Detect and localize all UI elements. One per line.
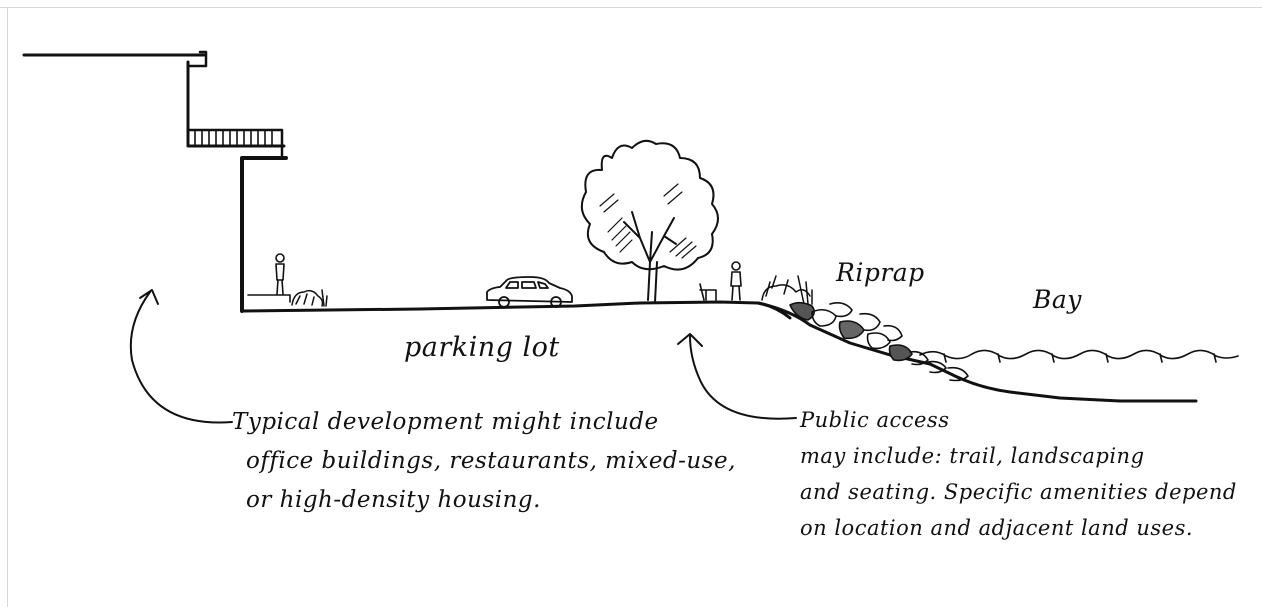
public-access-note-line: may include: trail, landscaping — [800, 444, 1145, 468]
shrub-water — [761, 275, 813, 305]
arrow-development — [129, 289, 233, 424]
public-access-note-line: Public access — [800, 408, 950, 432]
top-border — [0, 7, 1262, 8]
riprap-slope — [756, 301, 1198, 403]
riprap-label: Riprap — [836, 258, 925, 287]
car — [486, 276, 573, 308]
arrow-public-access — [677, 333, 797, 420]
water-surface — [919, 349, 1239, 363]
building-section — [22, 50, 288, 313]
parking-lot-label: parking lot — [404, 332, 560, 363]
tree — [580, 139, 719, 303]
shrub-building — [291, 289, 328, 307]
bay-label: Bay — [1033, 285, 1082, 314]
public-access-note-line: and seating. Specific amenities depend — [800, 480, 1237, 504]
person-near-water — [730, 261, 742, 301]
person-near-building — [247, 253, 291, 303]
bench — [699, 283, 717, 301]
development-note: Typical development might include office… — [232, 403, 736, 520]
public-access-note-line: on location and adjacent land uses. — [800, 516, 1194, 540]
development-note-line: office buildings, restaurants, mixed-use… — [246, 448, 736, 474]
left-border — [7, 7, 8, 607]
public-access-note: Public access may include: trail, landsc… — [800, 402, 1237, 546]
development-note-line: or high-density housing. — [246, 487, 541, 513]
development-note-line: Typical development might include — [232, 409, 659, 435]
